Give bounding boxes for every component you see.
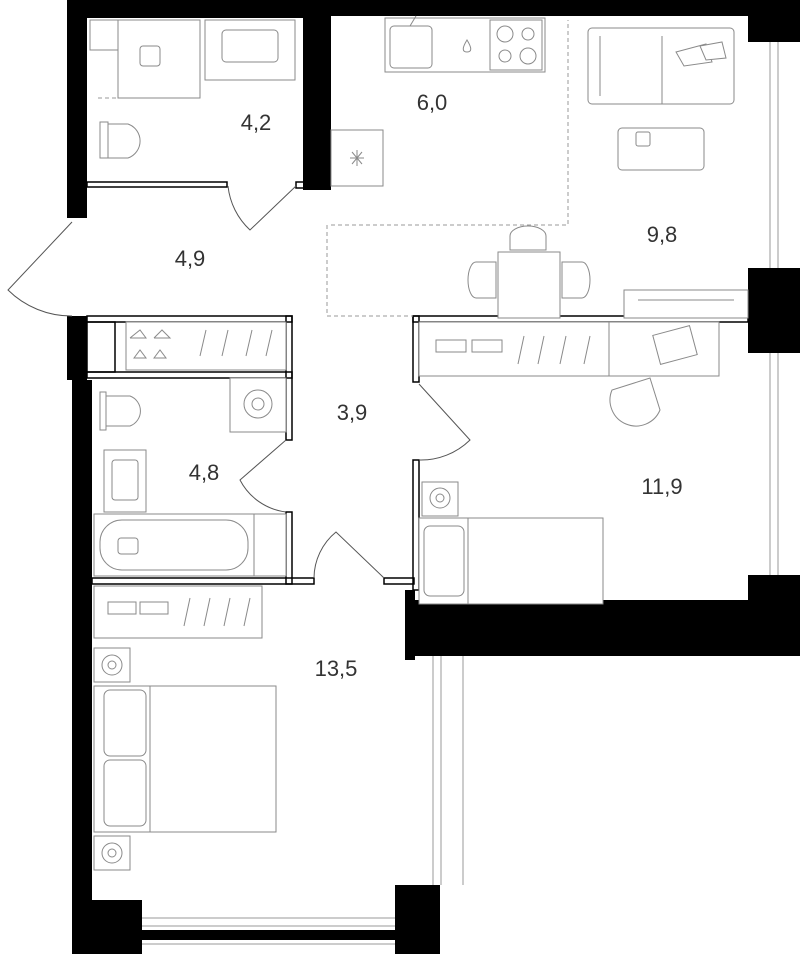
walls bbox=[67, 0, 800, 954]
windows bbox=[142, 42, 779, 945]
room-area-bedroom-bottom: 13,5 bbox=[315, 656, 358, 681]
bedroom-bottom-furniture bbox=[93, 585, 277, 871]
bathroom-bottom-fixtures bbox=[93, 377, 287, 577]
kitchen-fixtures bbox=[330, 15, 546, 187]
room-area-hallway: 4,9 bbox=[175, 246, 206, 271]
room-area-bathroom-bottom: 4,8 bbox=[189, 460, 220, 485]
doors bbox=[7, 185, 471, 579]
bathroom-top-fixtures bbox=[89, 19, 296, 159]
room-area-bedroom-right: 11,9 bbox=[641, 474, 682, 499]
partitions bbox=[86, 181, 749, 591]
living-furniture bbox=[467, 27, 749, 319]
room-area-living: 9,8 bbox=[647, 222, 678, 247]
bedroom-right-furniture bbox=[418, 321, 720, 605]
room-area-corridor: 3,9 bbox=[337, 400, 368, 425]
room-area-kitchen: 6,0 bbox=[417, 90, 448, 115]
room-area-bathroom-top: 4,2 bbox=[241, 110, 272, 135]
hall-closet bbox=[125, 321, 287, 371]
